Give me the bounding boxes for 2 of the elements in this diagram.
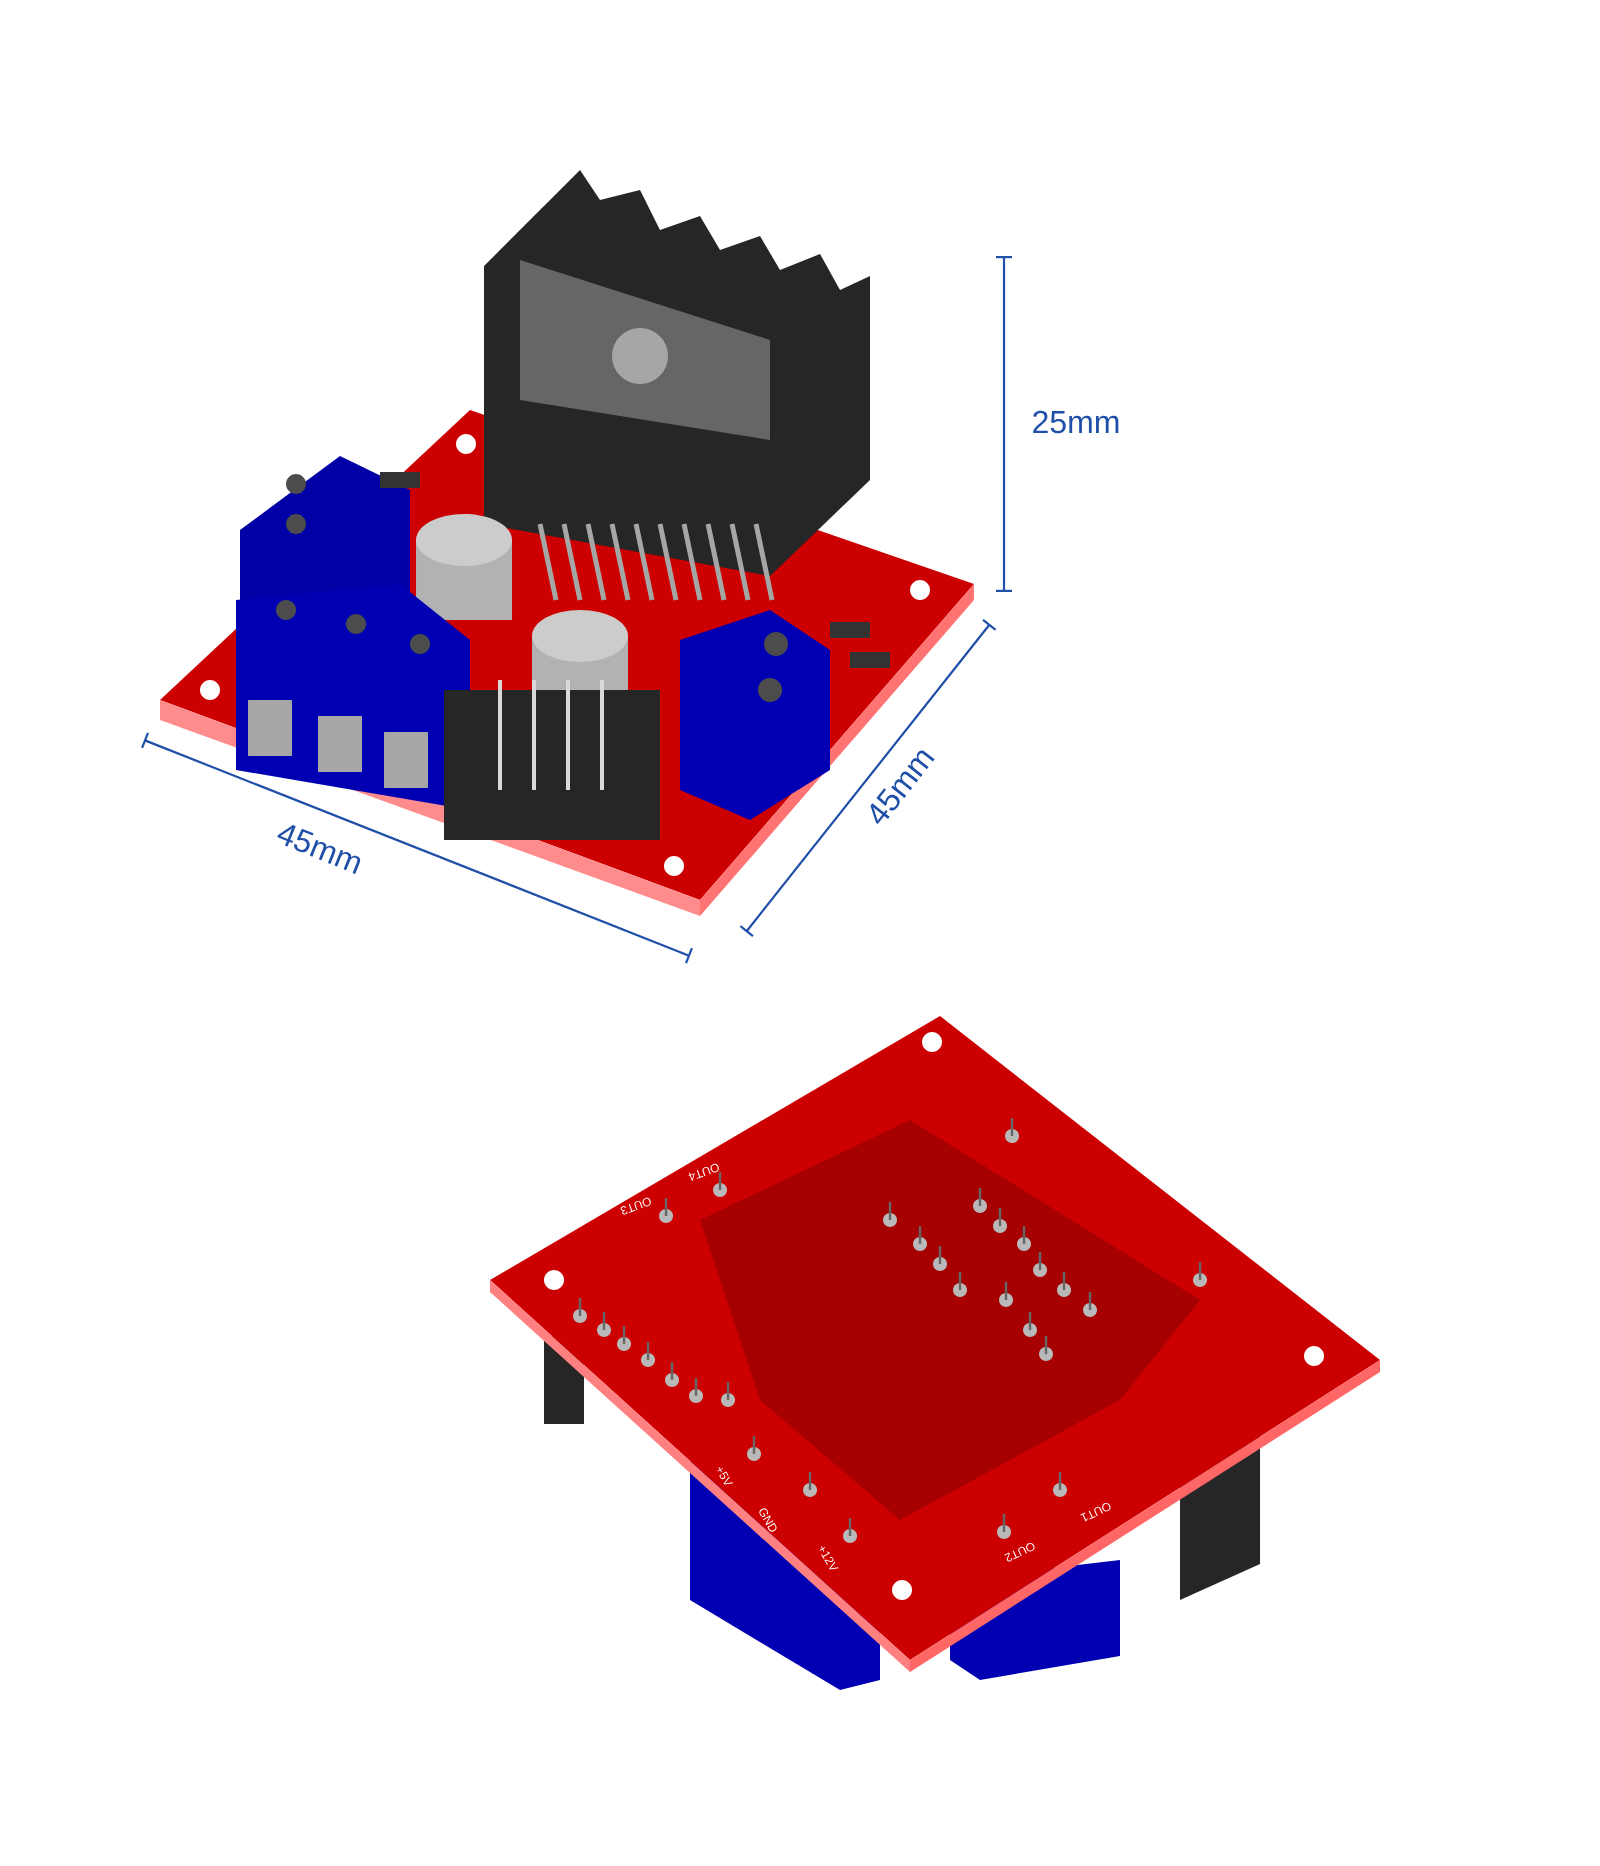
dimension-label: 25mm (1033, 410, 1119, 434)
dimension-label: 45mm (277, 825, 361, 874)
